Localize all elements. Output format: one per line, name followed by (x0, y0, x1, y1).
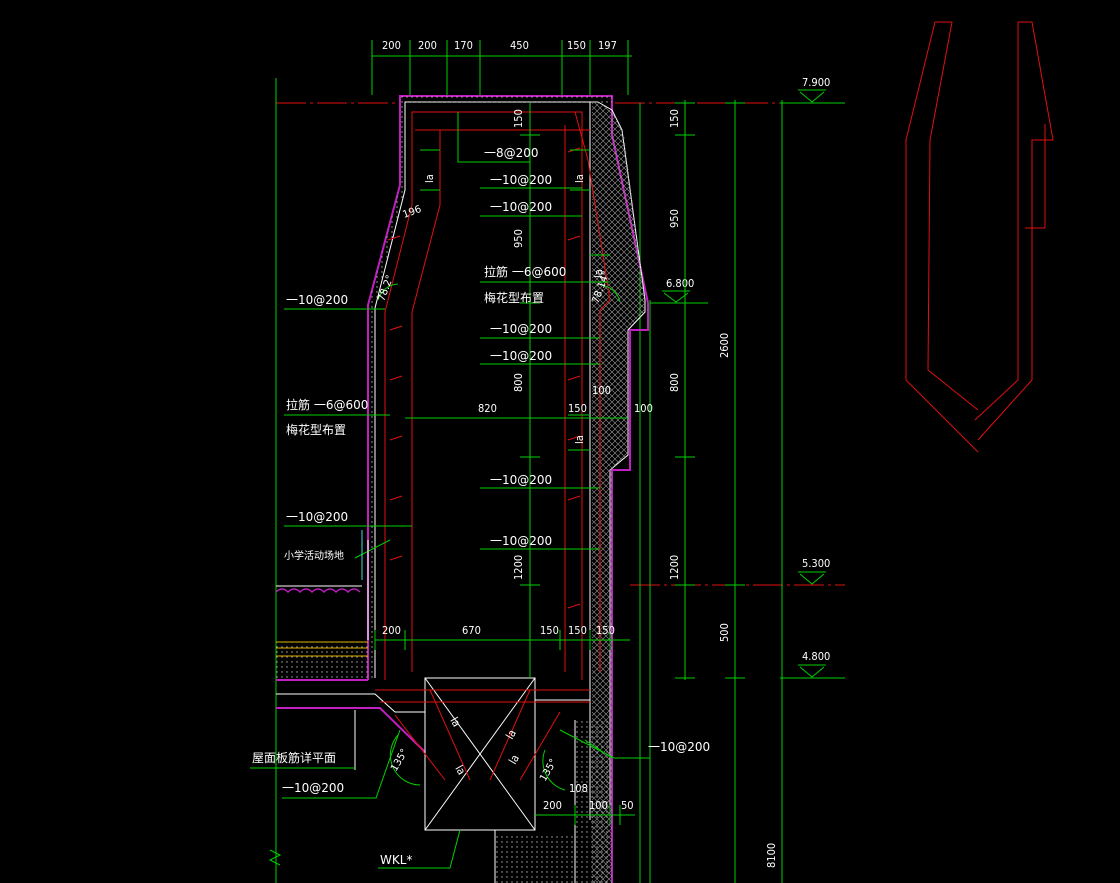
base-dim-50: 50 (621, 799, 634, 812)
rdim-950: 950 (668, 209, 681, 228)
label-roof: 屋面板筋详平面 (252, 750, 336, 765)
la-6: la (503, 727, 519, 741)
top-dimension-chain: 200 200 170 450 150 197 (371, 39, 632, 95)
label-activity: 小学活动场地 (284, 549, 344, 562)
elev-4800: 4.800 (802, 650, 830, 663)
label-left-r1: 一10@200 (286, 293, 348, 307)
la-3: la (592, 269, 605, 278)
top-dim-4: 450 (510, 39, 529, 52)
idim-1200: 1200 (512, 555, 525, 580)
label-left-plum: 梅花型布置 (286, 422, 346, 437)
elev-5300: 5.300 (802, 557, 830, 570)
elev-7900: 7.900 (802, 76, 830, 89)
elevation-lines: 7.900 6.800 5.300 4.800 (276, 76, 845, 679)
profile-sketch (905, 21, 1054, 453)
label-left-r3: 一10@200 (282, 781, 344, 795)
bdim-200: 200 (382, 624, 401, 637)
top-dim-3: 170 (454, 39, 473, 52)
label-wkl: WKL* (380, 853, 412, 867)
hdim-150: 150 (568, 402, 587, 415)
label-r5: 一10@200 (490, 349, 552, 363)
la-8: la (506, 752, 522, 766)
bdim-150b: 150 (568, 624, 587, 637)
la-7: la (452, 763, 468, 777)
bdim-150a: 150 (540, 624, 559, 637)
top-dim-5: 150 (567, 39, 586, 52)
la-1: la (423, 174, 436, 183)
top-dim-1: 200 (382, 39, 401, 52)
la-2: la (573, 174, 586, 183)
idim-150: 150 (512, 109, 525, 128)
label-plum: 梅花型布置 (484, 290, 544, 305)
hdim-820: 820 (478, 402, 497, 415)
hdim-100b: 100 (634, 402, 653, 415)
label-r2: 一10@200 (490, 173, 552, 187)
idim-950: 950 (512, 229, 525, 248)
angle-135-right: 135° (538, 757, 560, 783)
rdim-150: 150 (668, 109, 681, 128)
label-right-r: 一10@200 (648, 740, 710, 754)
label-r4: 一10@200 (490, 322, 552, 336)
top-dim-2: 200 (418, 39, 437, 52)
rdim-8100: 8100 (765, 843, 778, 868)
rdim-2600: 2600 (718, 333, 731, 358)
label-r6: 一10@200 (490, 473, 552, 487)
label-left-r2: 一10@200 (286, 510, 348, 524)
rdim-800: 800 (668, 373, 681, 392)
label-tie: 拉筋 一6@600 (484, 264, 566, 279)
label-r3: 一10@200 (490, 200, 552, 214)
top-dim-6: 197 (598, 39, 617, 52)
base-dim-100: 100 (589, 799, 608, 812)
idim-800: 800 (512, 373, 525, 392)
label-left-tie: 拉筋 一6@600 (286, 397, 368, 412)
insulation-hatch (275, 96, 645, 883)
label-r1: 一8@200 (484, 146, 539, 160)
hdim-100a: 100 (592, 384, 611, 397)
base-dim-108: 108 (569, 782, 588, 795)
bdim-670: 670 (462, 624, 481, 637)
base-dim-200: 200 (543, 799, 562, 812)
la-4: la (573, 435, 586, 444)
elev-6800: 6.800 (666, 277, 694, 290)
rebar-labels: 一8@200 一10@200 一10@200 拉筋 一6@600 梅花型布置 一… (252, 146, 710, 867)
left-reference (268, 78, 282, 883)
dim-196: 196 (401, 204, 423, 221)
bdim-150c: 150 (596, 624, 615, 637)
label-r7: 一10@200 (490, 534, 552, 548)
right-dimension-chains: 150 950 800 1200 500 2600 8100 (639, 100, 783, 883)
rdim-1200: 1200 (668, 555, 681, 580)
rdim-500: 500 (718, 623, 731, 642)
